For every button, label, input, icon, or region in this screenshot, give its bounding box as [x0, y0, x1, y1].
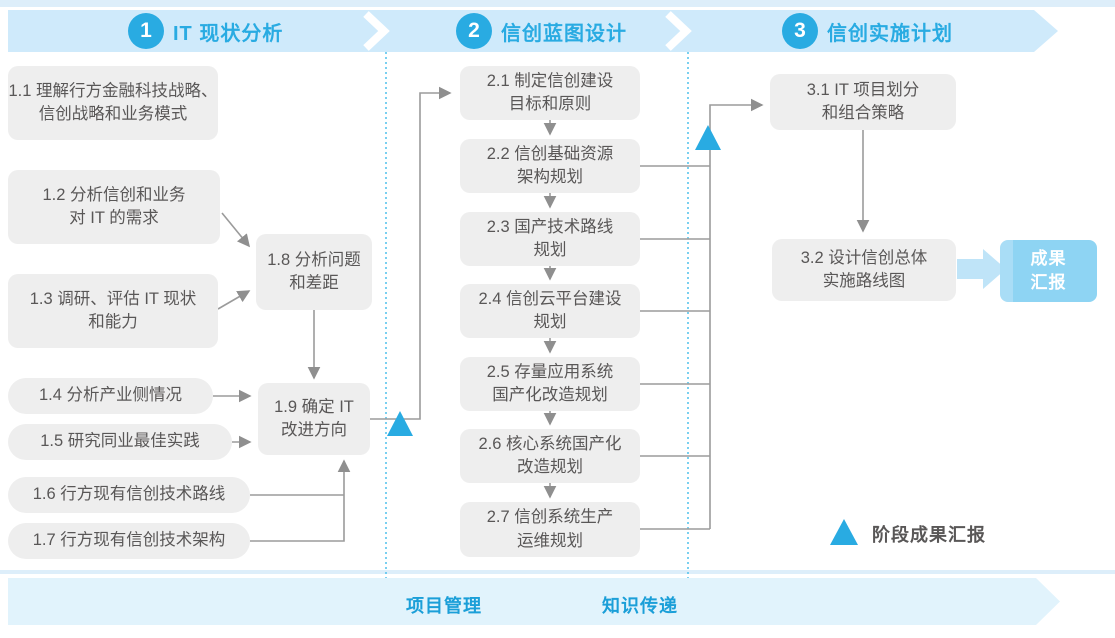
task-box-2-2: 2.2 信创基础资源 架构规划 [460, 139, 640, 193]
legend-triangle-icon [830, 519, 858, 545]
stage2-to-stage3-bus [640, 98, 870, 530]
task-box-1-6: 1.6 行方现有信创技术路线 [8, 477, 250, 513]
stage1-connectors [213, 86, 452, 542]
top-edge-strip [0, 0, 1115, 7]
phase-3-number-badge: 3 [782, 13, 818, 49]
deliverable-flow-arrow [957, 249, 1006, 289]
task-box-3-1: 3.1 IT 项目划分 和组合策略 [770, 74, 956, 130]
task-box-1-4: 1.4 分析产业侧情况 [8, 378, 213, 414]
task-box-2-3: 2.3 国产技术路线 规划 [460, 212, 640, 266]
task-box-2-5: 2.5 存量应用系统 国产化改造规划 [460, 357, 640, 411]
phase-3-title: 信创实施计划 [827, 22, 953, 45]
task-box-1-1: 1.1 理解行方金融科技战略、 信创战略和业务模式 [8, 66, 218, 140]
task-box-1-9: 1.9 确定 IT 改进方向 [258, 383, 370, 455]
footer-label-project-management: 项目管理 [406, 596, 482, 616]
phase-1-heading: 1 IT 现状分析 [128, 13, 283, 49]
footer-edge-strip [0, 570, 1115, 574]
phase-2-number-badge: 2 [456, 13, 492, 49]
task-box-3-2: 3.2 设计信创总体 实施路线图 [772, 239, 956, 301]
task-box-2-6: 2.6 核心系统国产化 改造规划 [460, 429, 640, 483]
task-box-2-7: 2.7 信创系统生产 运维规划 [460, 502, 640, 557]
footer-label-knowledge-transfer: 知识传递 [602, 596, 678, 616]
task-box-1-3: 1.3 调研、评估 IT 现状 和能力 [8, 274, 218, 348]
task-box-2-1: 2.1 制定信创建设 目标和原则 [460, 66, 640, 120]
phase-banner-band [8, 10, 1058, 52]
legend-milestone-label: 阶段成果汇报 [872, 525, 986, 545]
task-box-1-2: 1.2 分析信创和业务 对 IT 的需求 [8, 170, 220, 244]
phase-1-number-badge: 1 [128, 13, 164, 49]
phase-2-title: 信创蓝图设计 [501, 22, 627, 45]
task-box-2-4: 2.4 信创云平台建设 规划 [460, 284, 640, 338]
milestone-triangle-phase1 [387, 411, 413, 436]
phase-1-title: IT 现状分析 [173, 22, 284, 45]
task-box-1-8: 1.8 分析问题 和差距 [256, 234, 372, 310]
phase-3-heading: 3 信创实施计划 [782, 13, 953, 49]
task-box-1-7: 1.7 行方现有信创技术架构 [8, 523, 250, 559]
deliverable-box: 成果 汇报 [1000, 240, 1097, 302]
milestone-triangle-phase2 [695, 125, 721, 150]
task-box-1-5: 1.5 研究同业最佳实践 [8, 424, 232, 460]
phase-2-heading: 2 信创蓝图设计 [456, 13, 627, 49]
footer-banner-band [8, 578, 1060, 625]
